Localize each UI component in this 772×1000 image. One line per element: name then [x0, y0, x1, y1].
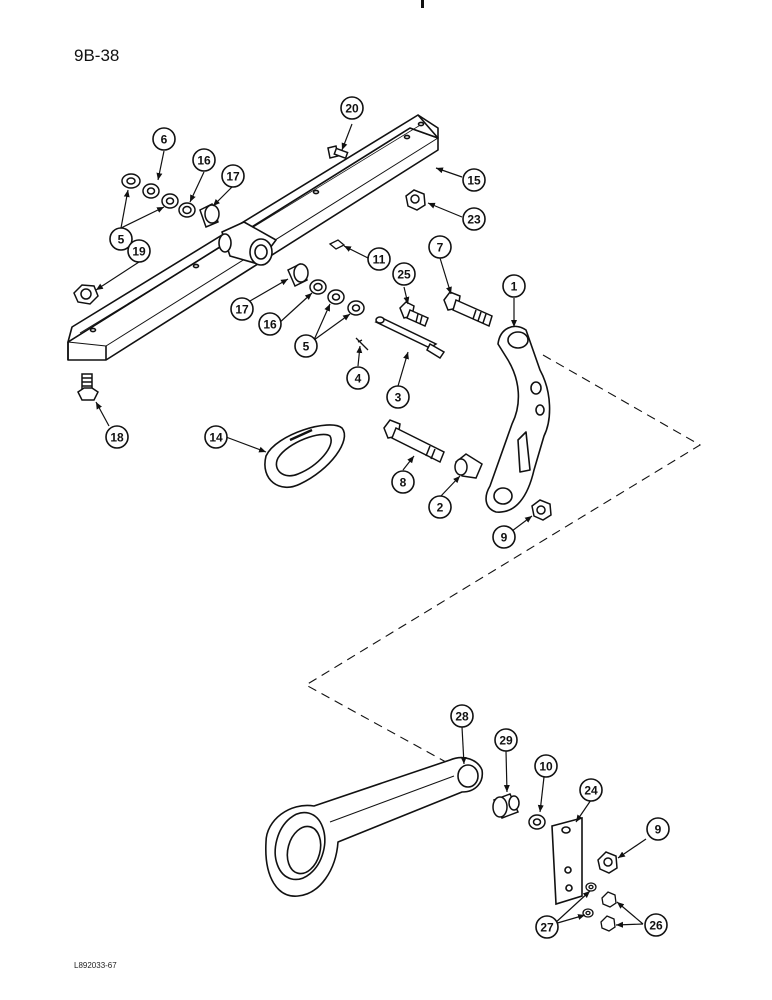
washer-5c: [327, 289, 345, 305]
callout-15: 15: [462, 168, 486, 192]
callout-number: 26: [649, 919, 663, 933]
callout-number: 25: [397, 268, 411, 282]
nut-26: [600, 891, 617, 932]
callout-number: 4: [355, 372, 362, 386]
callout-29: 29: [494, 728, 518, 752]
lock-washer-27: [582, 882, 597, 918]
washer-10: [528, 814, 546, 830]
ring-14: [264, 424, 346, 489]
callout-14: 14: [204, 425, 228, 449]
callout-number: 16: [197, 154, 211, 168]
callout-6: 6: [152, 127, 176, 151]
bushing-16b: [309, 279, 327, 295]
washer-5: [121, 173, 141, 189]
page-number: 9B-38: [74, 46, 120, 65]
callout-18: 18: [105, 425, 129, 449]
callout-2: 2: [428, 495, 452, 519]
callout-number: 24: [584, 784, 598, 798]
assembly-connection-dashed-line: [304, 354, 702, 779]
callout-19: 19: [127, 239, 151, 263]
callout-16: 16: [258, 312, 282, 336]
callout-17: 17: [221, 164, 245, 188]
bushing-17: [199, 202, 220, 228]
cotter-pin-4: [355, 337, 369, 351]
bolt-25: [399, 301, 429, 328]
nut-19: [73, 284, 99, 305]
cross-member-channel: [67, 114, 439, 361]
callout-25: 25: [392, 262, 416, 286]
callout-16: 16: [192, 148, 216, 172]
connecting-rod-28: [265, 756, 484, 897]
callout-number: 27: [540, 921, 554, 935]
callout-27: 27: [535, 915, 559, 939]
callout-1: 1: [502, 274, 526, 298]
nut-9: [531, 499, 552, 521]
callout-number: 5: [118, 233, 125, 247]
clip-11: [328, 239, 346, 250]
callout-number: 18: [110, 431, 124, 445]
leader-lines: [95, 123, 647, 928]
bushing-16: [178, 202, 196, 218]
callout-number: 23: [467, 213, 481, 227]
callout-number: 9: [655, 823, 662, 837]
callout-number: 6: [161, 133, 168, 147]
washer-5b: [161, 193, 179, 209]
figure-code: L892033-67: [74, 961, 117, 970]
callout-28: 28: [450, 704, 474, 728]
bolt-20: [327, 145, 349, 160]
callout-number: 17: [226, 170, 240, 184]
nut-23: [405, 189, 426, 211]
callout-number: 19: [132, 245, 146, 259]
callout-number: 8: [400, 476, 407, 490]
bolt-8: [383, 419, 445, 464]
callout-4: 4: [346, 366, 370, 390]
bolt-18: [77, 373, 99, 401]
callout-8: 8: [391, 470, 415, 494]
callout-number: 7: [437, 241, 444, 255]
callout-number: 28: [455, 710, 469, 724]
callout-9: 9: [492, 525, 516, 549]
callout-number: 2: [437, 501, 444, 515]
callout-number: 20: [345, 102, 359, 116]
callout-number: 3: [395, 391, 402, 405]
callout-number: 14: [209, 431, 223, 445]
callout-3: 3: [386, 385, 410, 409]
callout-20: 20: [340, 96, 364, 120]
callout-26: 26: [644, 913, 668, 937]
callout-9: 9: [646, 817, 670, 841]
bushing-29: [492, 793, 520, 819]
lever-1: [485, 325, 551, 513]
callout-5: 5: [294, 334, 318, 358]
callout-number: 1: [511, 280, 518, 294]
callout-number: 17: [235, 303, 249, 317]
callout-number: 16: [263, 318, 277, 332]
callout-number: 10: [539, 760, 553, 774]
plate-24: [551, 816, 583, 906]
callout-number: 5: [303, 340, 310, 354]
bushing-17b: [287, 262, 309, 288]
washer-5d: [347, 300, 365, 316]
callout-number: 29: [499, 734, 513, 748]
callout-number: 11: [373, 253, 386, 267]
callout-23: 23: [462, 207, 486, 231]
callout-7: 7: [428, 235, 452, 259]
page-top-mark: [421, 0, 424, 8]
callout-17: 17: [230, 297, 254, 321]
bolt-7: [443, 291, 493, 328]
washer-6: [142, 183, 160, 199]
callout-11: 11: [367, 247, 391, 271]
callout-10: 10: [534, 754, 558, 778]
callout-5: 5: [109, 227, 133, 251]
callout-number: 9: [501, 531, 508, 545]
nut-9b: [597, 851, 618, 874]
bushing-2: [454, 453, 483, 479]
pin-3: [374, 316, 446, 360]
callout-24: 24: [579, 778, 603, 802]
callout-number: 15: [467, 174, 481, 188]
